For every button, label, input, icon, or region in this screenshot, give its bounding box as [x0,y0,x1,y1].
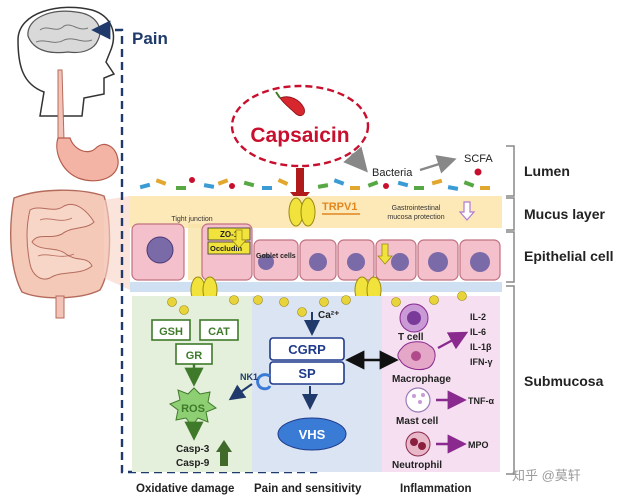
lumen-bacteria-marks [139,177,490,191]
gsh-box [151,319,191,341]
ros-label: ROS [181,403,205,415]
t-cell-label: T cell [398,332,424,343]
cat-box [199,319,239,341]
vhs-label: VHS [299,427,326,442]
nk1-label: NK1 [240,372,258,382]
brain-icon [27,10,101,54]
vhs-node [277,417,347,451]
scfa-label: SCFA [464,153,493,165]
human-body-illustration [10,6,130,319]
il1b-label: IL-1β [470,342,492,352]
macrophage-icon [397,341,436,371]
scfa-dot [474,168,482,176]
tnfa-label: TNF-α [468,396,494,406]
cgrp-box [269,337,345,361]
mast-cell-icon [405,387,431,413]
gi-protection-line2: mucosa protection [387,214,444,221]
trpv1-label: TRPV1 [322,201,357,213]
casp-up-arrow [216,440,232,466]
macrophage-label: Macrophage [392,374,451,385]
bacteria-label: Bacteria [372,167,413,179]
tight-junction-label: Tight junction [171,216,212,223]
mpo-label: MPO [468,440,489,450]
sp-label: SP [298,366,316,381]
mast-cell-label: Mast cell [396,416,438,427]
layer-brackets [506,145,515,475]
zo1-up-arrow [231,229,247,249]
capsaicin-label: Capsaicin [250,124,349,147]
mucus-layer [130,196,502,228]
pain-sensitivity-label: Pain and sensitivity [254,483,362,495]
t-cell-icon [399,303,429,333]
watermark: 知乎 @莫轩 [512,468,581,483]
capsaicin-to-trpv1-arrow [290,168,310,204]
casp9-label: Casp-9 [176,458,210,469]
layer-submucosa-label: Submucosa [524,373,604,389]
casp3-label: Casp-3 [176,444,210,455]
stomach-icon [56,137,119,182]
capsaicin-node: Capsaicin [230,84,370,168]
neutrophil-label: Neutrophil [392,460,442,471]
gsh-label: GSH [159,326,183,338]
trpv1-channel-top [288,197,316,227]
mucus-protection-arrow [458,201,476,221]
il6-label: IL-6 [470,327,486,337]
pain-label: Pain [132,29,168,48]
il2-label: IL-2 [470,312,486,322]
gr-label: GR [186,350,203,362]
nk1-receptor-icon [256,373,272,391]
oxidative-damage-label: Oxidative damage [136,483,234,495]
sp-box [269,361,345,385]
gi-protection-line1: Gastrointestinal [392,205,441,212]
epithelial-cells [131,223,501,281]
basement-membrane [130,282,502,292]
zo1-label: ZO-1 [220,230,239,239]
small-intestine-icon [26,204,95,280]
calcium-ions [167,291,467,317]
neutrophil-icon [405,431,431,457]
occludin-label: Occludin [210,244,243,253]
inflammation-label: Inflammation [400,483,472,495]
chili-pepper-icon [279,96,305,116]
cgrp-label: CGRP [288,342,326,357]
layer-mucus-label: Mucus layer [524,206,605,222]
calcium-label: Ca²⁺ [318,310,339,321]
ifng-label: IFN-γ [470,357,493,367]
cat-label: CAT [208,326,230,338]
layer-epithelial-label: Epithelial cell [524,248,613,264]
layer-lumen-label: Lumen [524,163,570,179]
large-intestine-icon [10,189,111,299]
goblet-cells-label: Goblet cells [256,253,296,260]
